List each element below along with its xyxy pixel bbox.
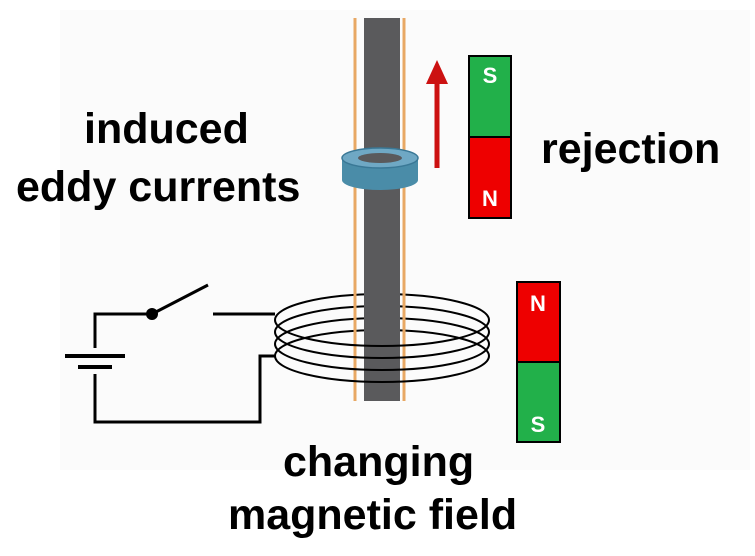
coil-front xyxy=(274,319,490,383)
induced-label: induced xyxy=(84,105,249,153)
rod-core xyxy=(364,18,400,401)
upward-arrow-icon xyxy=(426,60,448,168)
rod xyxy=(353,18,406,401)
top-magnet-south-label: S xyxy=(483,63,498,88)
magnetic-field-label: magnetic field xyxy=(228,491,518,539)
eddy-currents-label: eddy currents xyxy=(16,163,301,211)
bottom-magnet-north-label: N xyxy=(530,291,546,316)
rejection-label: rejection xyxy=(541,125,721,173)
top-magnet-north-label: N xyxy=(482,186,498,211)
switch-pivot xyxy=(146,308,158,320)
top-magnet-north xyxy=(468,136,512,219)
bottom-magnet-south-label: S xyxy=(531,412,546,437)
eddy-ring xyxy=(341,147,419,190)
bottom-magnet-south xyxy=(516,361,561,443)
circuit xyxy=(65,283,275,424)
bottom-magnet-north xyxy=(516,281,561,363)
top-magnet: S N xyxy=(468,55,512,219)
top-magnet-south xyxy=(468,55,512,138)
switch-lever xyxy=(151,283,209,316)
circuit-wire-bottom xyxy=(93,354,275,424)
changing-label: changing xyxy=(283,438,475,486)
circuit-wire-top xyxy=(93,312,152,348)
bottom-magnet: N S xyxy=(516,281,561,443)
